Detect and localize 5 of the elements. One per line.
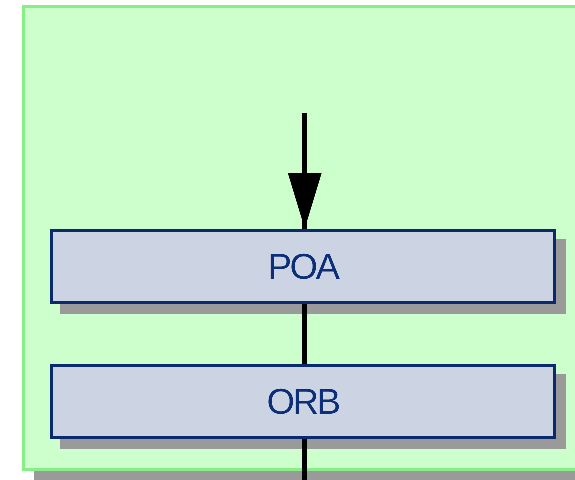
layer-label: POA: [268, 246, 338, 288]
connector-line: [302, 304, 308, 364]
connector-line: [302, 439, 308, 480]
arrow: [288, 113, 322, 229]
layer-label: ORB: [266, 380, 339, 422]
